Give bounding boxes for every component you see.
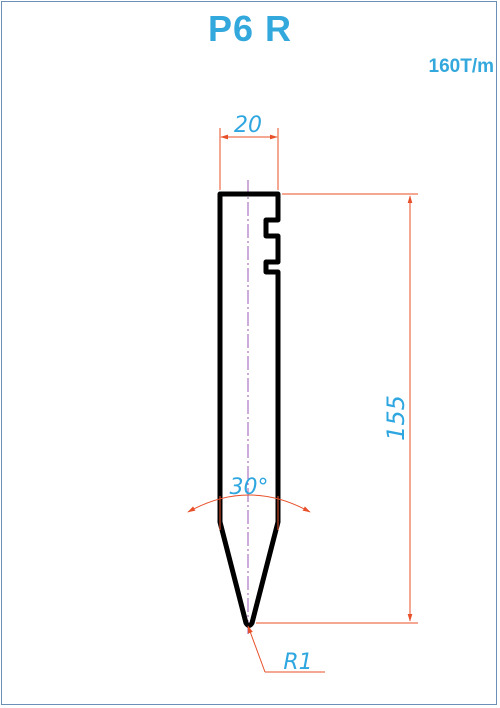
radius-dimension: R1 — [247, 625, 325, 675]
capacity-label: 160T/m — [428, 56, 494, 77]
radius-dimension-label: R1 — [283, 650, 312, 675]
width-dimension-label: 20 — [234, 113, 262, 138]
height-dimension: 155 — [256, 193, 418, 624]
tool-title: P6 R — [207, 8, 293, 49]
height-dimension-label: 155 — [382, 395, 410, 441]
width-dimension: 20 — [219, 113, 279, 190]
angle-dimension-label: 30° — [230, 475, 269, 500]
punch-outline — [217, 191, 281, 628]
angle-dimension: 30° — [187, 475, 311, 530]
